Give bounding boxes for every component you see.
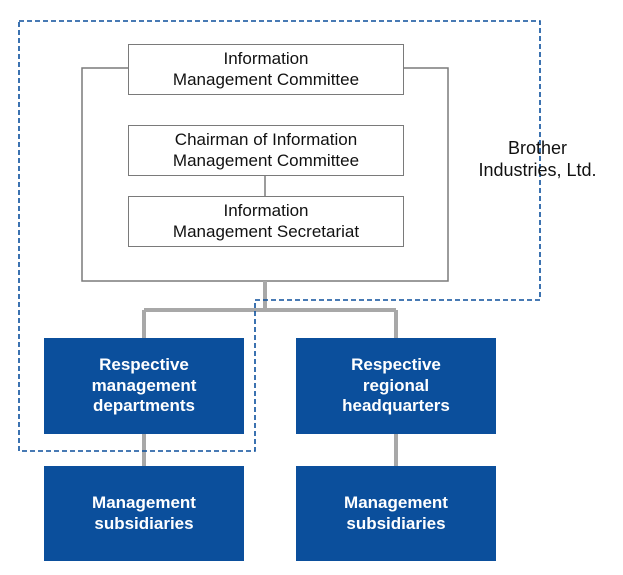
chairman-line-1: Chairman of Information <box>174 130 358 150</box>
regional-line-1: Respective <box>351 355 441 375</box>
committee-line-2: Management Committee <box>172 69 360 89</box>
chairman-box: Chairman of Information Management Commi… <box>128 125 404 176</box>
secretariat-line-1: Information <box>223 201 309 221</box>
right-subsidiaries-line-2: subsidiaries <box>346 513 446 533</box>
company-scope-dashed-border <box>18 20 541 452</box>
left-management-subsidiaries-box: Management subsidiaries <box>44 466 244 561</box>
chairman-line-2: Management Committee <box>172 150 360 170</box>
regional-line-3: headquarters <box>342 396 450 416</box>
information-management-committee-box: Information Management Committee <box>128 44 404 95</box>
right-subsidiaries-line-1: Management <box>344 493 448 513</box>
left-subsidiaries-line-2: subsidiaries <box>94 513 194 533</box>
regional-headquarters-box: Respective regional headquarters <box>296 338 496 434</box>
departments-line-1: Respective <box>99 355 189 375</box>
departments-line-2: management <box>91 375 197 395</box>
secretariat-line-2: Management Secretariat <box>172 221 360 241</box>
departments-line-3: departments <box>92 396 196 416</box>
right-management-subsidiaries-box: Management subsidiaries <box>296 466 496 561</box>
management-departments-box: Respective management departments <box>44 338 244 434</box>
company-label-line-1: Brother <box>507 138 568 158</box>
regional-line-2: regional <box>362 375 430 395</box>
secretariat-box: Information Management Secretariat <box>128 196 404 247</box>
company-label: Brother Industries, Ltd. <box>455 138 620 181</box>
left-subsidiaries-line-1: Management <box>92 493 196 513</box>
committee-line-1: Information <box>223 49 309 69</box>
company-label-line-2: Industries, Ltd. <box>478 159 597 180</box>
